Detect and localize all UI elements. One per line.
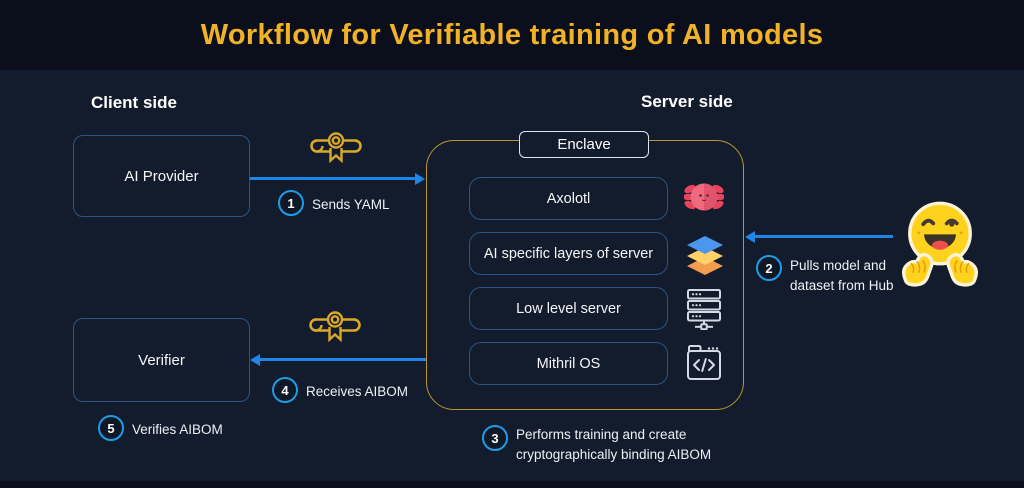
layers-icon [684,233,726,284]
step-2-label: Pulls model and dataset from Hub [790,258,894,293]
step-3-badge: 3 [482,425,508,451]
server-rack-icon [685,288,723,335]
verifier-node: Verifier [73,318,250,402]
step-number: 1 [287,195,295,211]
step-number: 3 [491,430,499,446]
component-label: Axolotl [546,190,591,207]
component-low-level-server: Low level server [469,287,668,330]
bottom-band [0,481,1024,488]
step-4-label: Receives AIBOM [306,384,409,399]
component-label: Mithril OS [536,355,601,372]
component-axolotl: Axolotl [469,177,668,220]
enclave-label: Enclave [557,136,611,153]
component-ai-layers: AI specific layers of server [469,232,668,275]
step-1-label: Sends YAML [312,197,390,212]
step-2-badge: 2 [756,255,782,281]
component-label: Low level server [516,300,621,317]
certificate-icon [308,130,364,177]
component-label: AI specific layers of server [483,245,654,262]
step-5-badge: 5 [98,415,124,441]
enclave-title-box: Enclave [519,131,649,158]
step-5-label: Verifies AIBOM [132,422,223,437]
step-1-badge: 1 [278,190,304,216]
axolotl-icon [682,179,726,222]
step-4-badge: 4 [272,377,298,403]
step-number: 2 [765,260,773,276]
hugging-face-icon [898,199,982,294]
ai-provider-node: AI Provider [73,135,250,217]
verifier-label: Verifier [138,351,185,369]
step-3-label: Performs training and create cryptograph… [516,427,712,462]
component-mithril-os: Mithril OS [469,342,668,385]
step-number: 5 [107,420,115,436]
step-number: 4 [281,382,289,398]
server-side-heading: Server side [641,92,733,111]
client-side-heading: Client side [91,93,177,112]
certificate-icon [307,309,363,356]
page-title: Workflow for Verifiable training of AI m… [200,18,824,51]
code-window-icon [684,343,724,388]
ai-provider-label: AI Provider [124,167,199,185]
title-band: Workflow for Verifiable training of AI m… [0,0,1024,70]
